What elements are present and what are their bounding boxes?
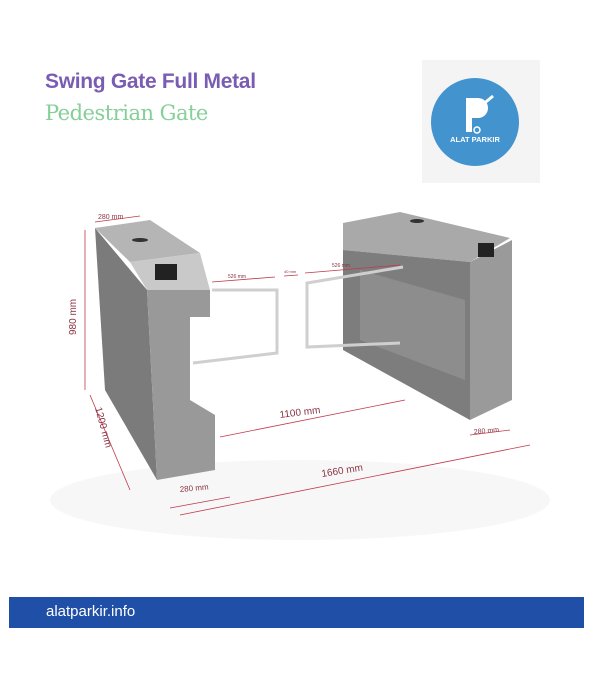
dim-arm-left: 526 mm [228, 274, 246, 280]
brand-logo: ALAT PARKIR [422, 60, 540, 183]
dim-passage-width: 1100 mm [279, 405, 321, 421]
dim-right-base-width: 280 mm [474, 427, 500, 436]
footer-bar: alatparkir.info [9, 597, 584, 628]
dim-top-width: 280 mm [98, 214, 123, 221]
logo-text: ALAT PARKIR [450, 135, 500, 144]
logo-circle: ALAT PARKIR [431, 78, 519, 166]
dim-height: 980 mm [68, 299, 79, 335]
product-subtitle: Pedestrian Gate [45, 101, 208, 125]
dim-arm-right: 526 mm [332, 263, 350, 269]
dim-left-base-width: 280 mm [179, 482, 209, 494]
parking-barrier-icon [466, 94, 494, 134]
website-link[interactable]: alatparkir.info [46, 603, 136, 620]
right-gate-unit [343, 212, 512, 420]
dim-length: 1200 mm [92, 406, 113, 449]
swing-arms [192, 265, 404, 365]
dimension-lines [84, 215, 531, 516]
left-gate-unit [95, 220, 215, 480]
product-title: Swing Gate Full Metal [45, 70, 256, 93]
dim-arm-gap: 40 mm [284, 269, 297, 274]
